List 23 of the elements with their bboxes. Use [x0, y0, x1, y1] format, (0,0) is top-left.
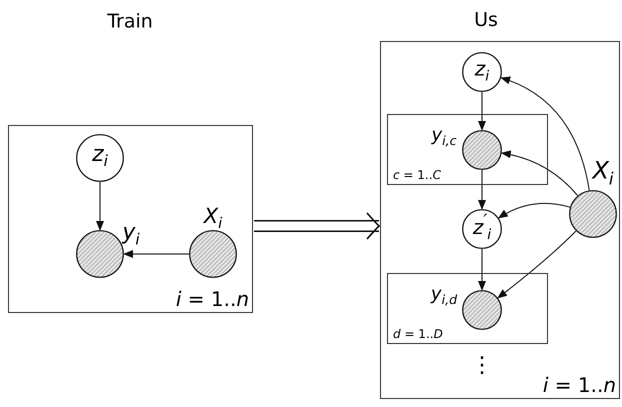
variable-label: y$_{i,d}$ [430, 285, 458, 307]
arrow [123, 250, 190, 258]
plate-index-label: i = 1..n [542, 375, 616, 395]
plate-title: Us [474, 10, 498, 30]
variable-label: y$_{i,c}$ [431, 126, 457, 148]
arrow [497, 230, 577, 298]
vertical-ellipsis: ⋮ [471, 355, 493, 377]
arrow [500, 150, 578, 196]
variable-label: X$_{i}$ [204, 206, 222, 232]
arrow [478, 92, 486, 131]
arrow [478, 248, 486, 291]
variable-label: z$_{i}$ [92, 144, 108, 170]
arrow [498, 202, 570, 218]
arrow [96, 182, 104, 231]
plate-index-label: i = 1..n [176, 289, 249, 309]
arrow [500, 76, 590, 191]
arrow [478, 170, 486, 210]
column-heading: Train [107, 12, 153, 32]
variable-label: z$_{i}$ [474, 58, 490, 84]
plate-index-label: d = 1..D [393, 328, 443, 340]
plate-index-label: c = 1..C [393, 169, 441, 181]
variable-label: y$_{i}$ [122, 222, 140, 248]
variable-label: X$_{i}$ [592, 158, 614, 188]
